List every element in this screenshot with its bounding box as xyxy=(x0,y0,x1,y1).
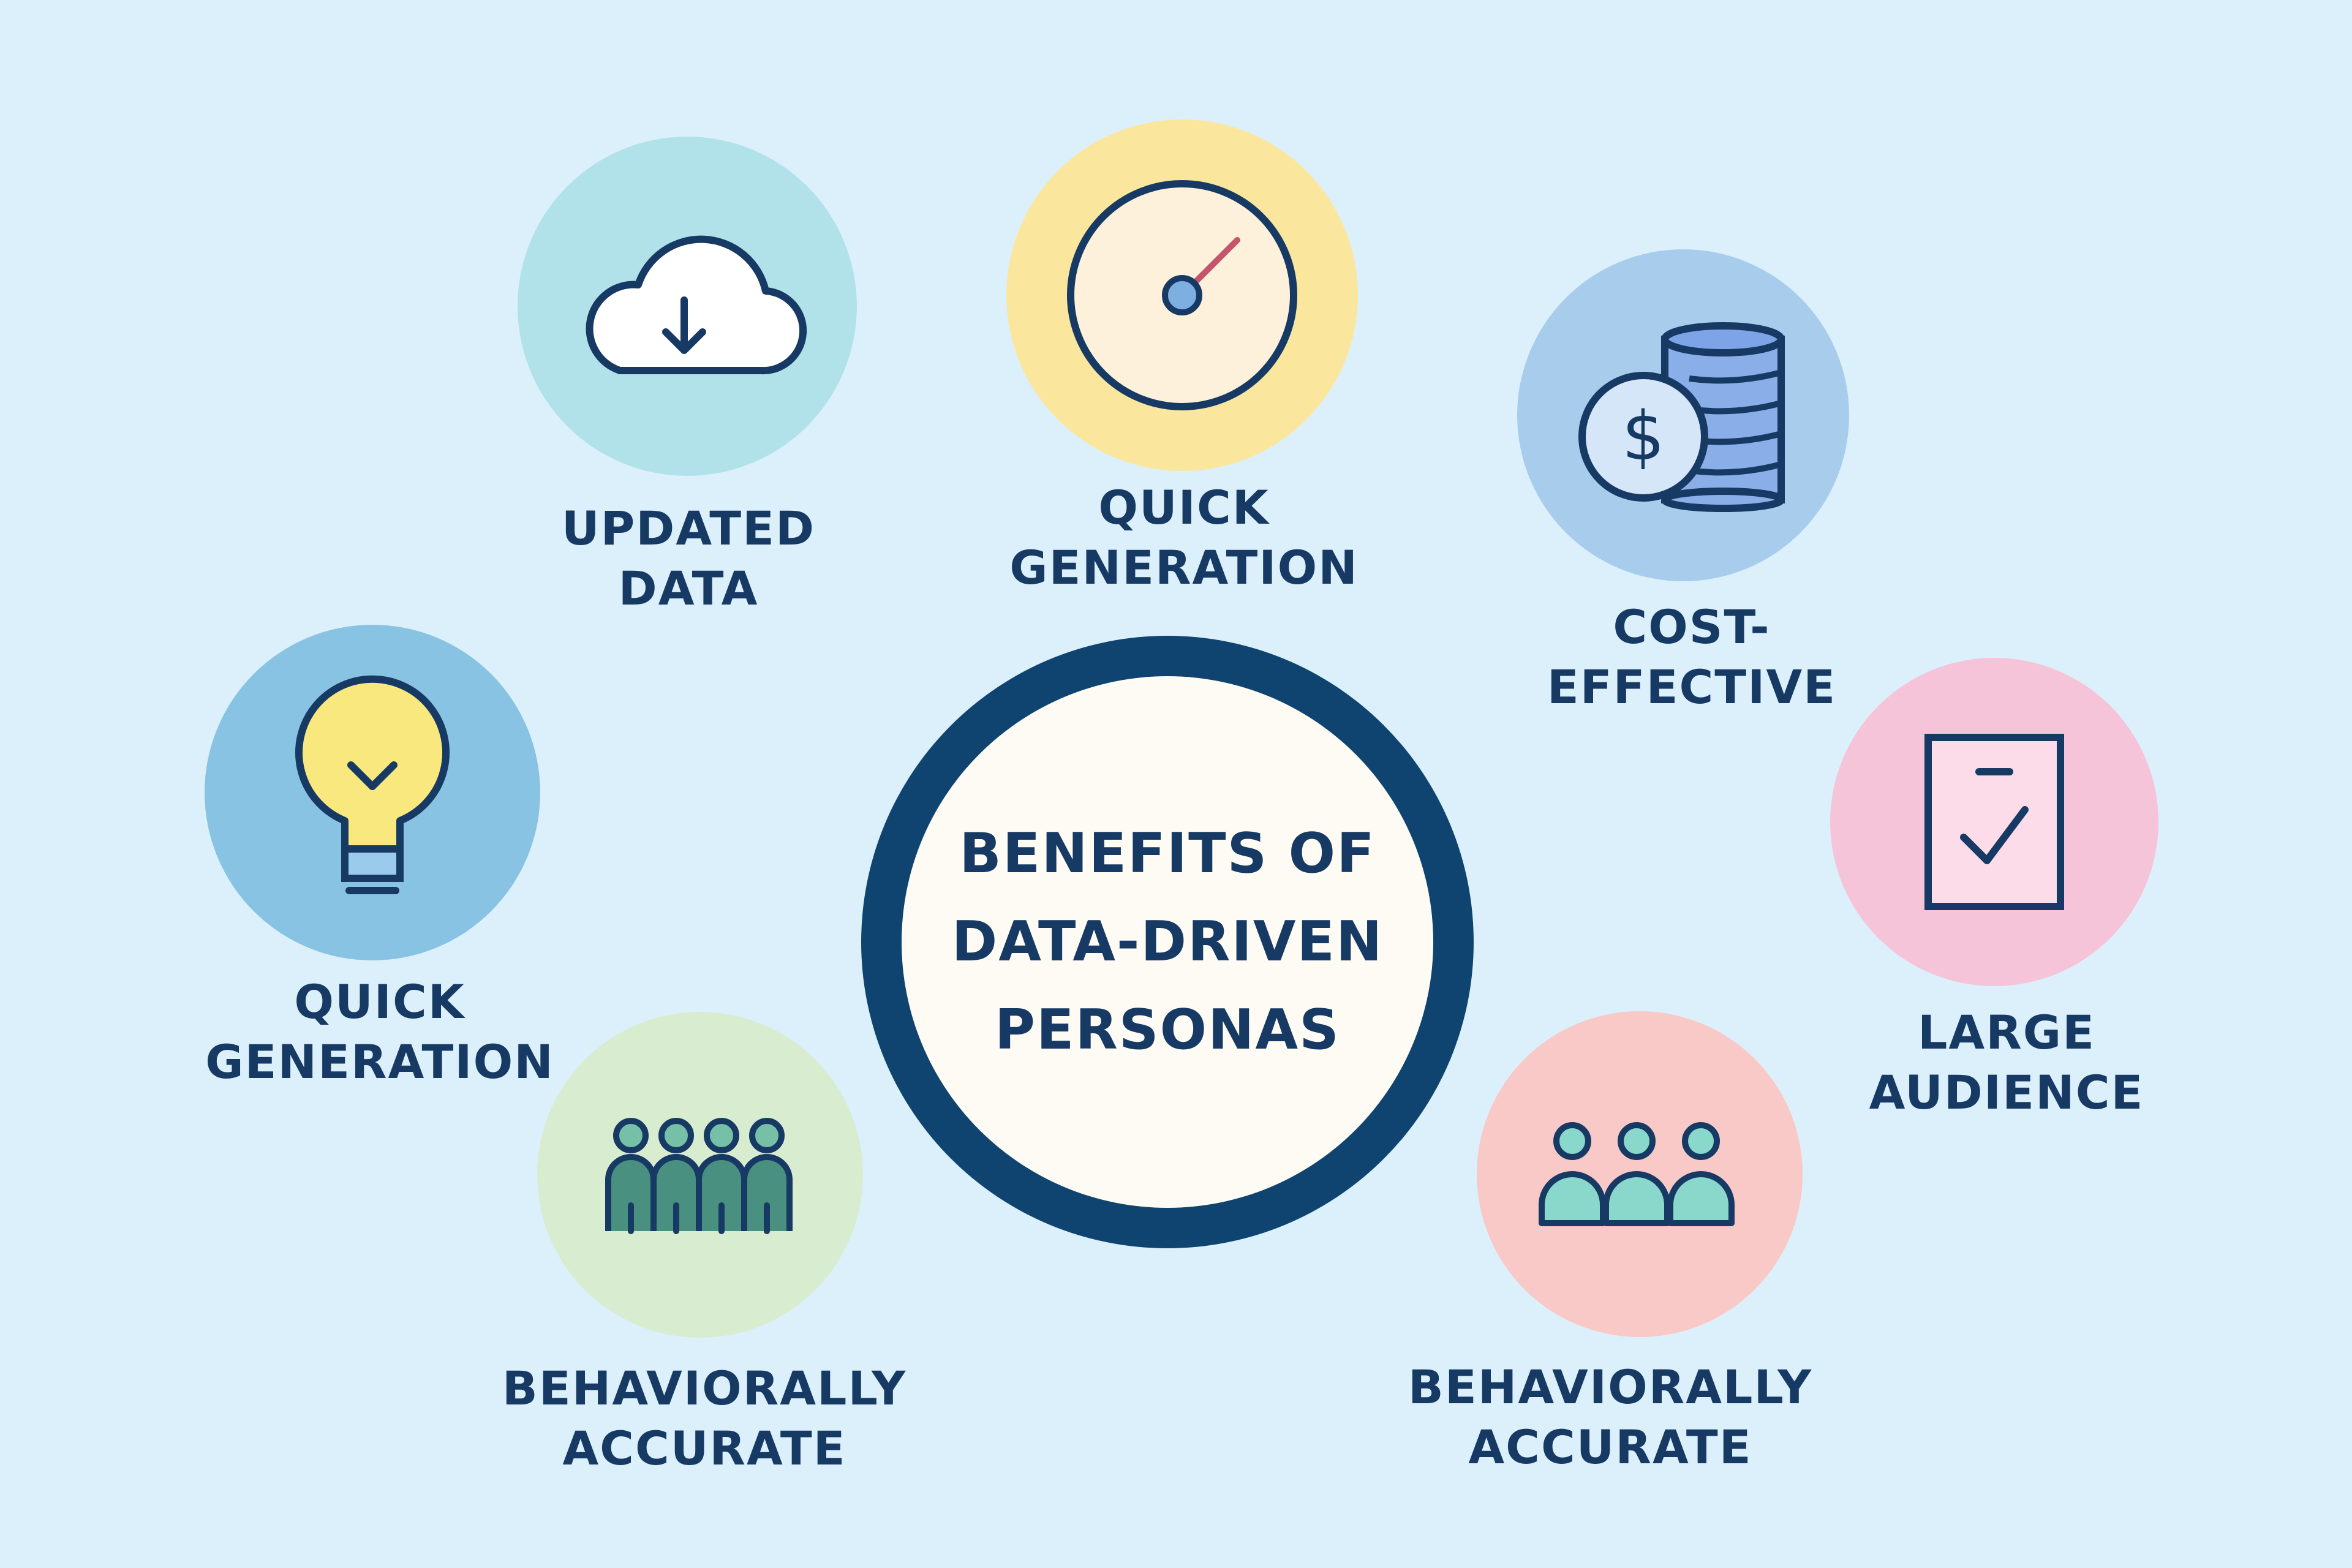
cost-effective-bubble: $ xyxy=(1517,249,1849,581)
team-people-icon xyxy=(1539,1122,1735,1226)
svg-text:$: $ xyxy=(1622,397,1665,475)
updated-data-bubble xyxy=(518,137,857,476)
quick-generation-bubble-left xyxy=(205,625,540,960)
cloud-download-icon xyxy=(586,235,807,375)
gauge-icon xyxy=(1067,180,1297,410)
group-people-icon xyxy=(605,1118,793,1234)
checklist-icon xyxy=(1924,734,2064,910)
center-title: BENEFITS OF DATA-DRIVEN PERSONAS xyxy=(951,821,1384,1062)
large-audience-bubble xyxy=(1830,658,2158,986)
lightbulb-icon xyxy=(295,675,450,894)
behaviorally-accurate-bubble-left xyxy=(537,1012,863,1338)
behaviorally-accurate-bubble-right xyxy=(1477,1011,1803,1337)
center-circle: BENEFITS OF DATA-DRIVEN PERSONAS xyxy=(902,676,1433,1208)
quick-generation-bubble-top xyxy=(1006,119,1358,471)
cost-effective-label: COST-EFFECTIVE xyxy=(1547,600,1837,714)
coin-stack-icon: $ xyxy=(1578,322,1785,512)
